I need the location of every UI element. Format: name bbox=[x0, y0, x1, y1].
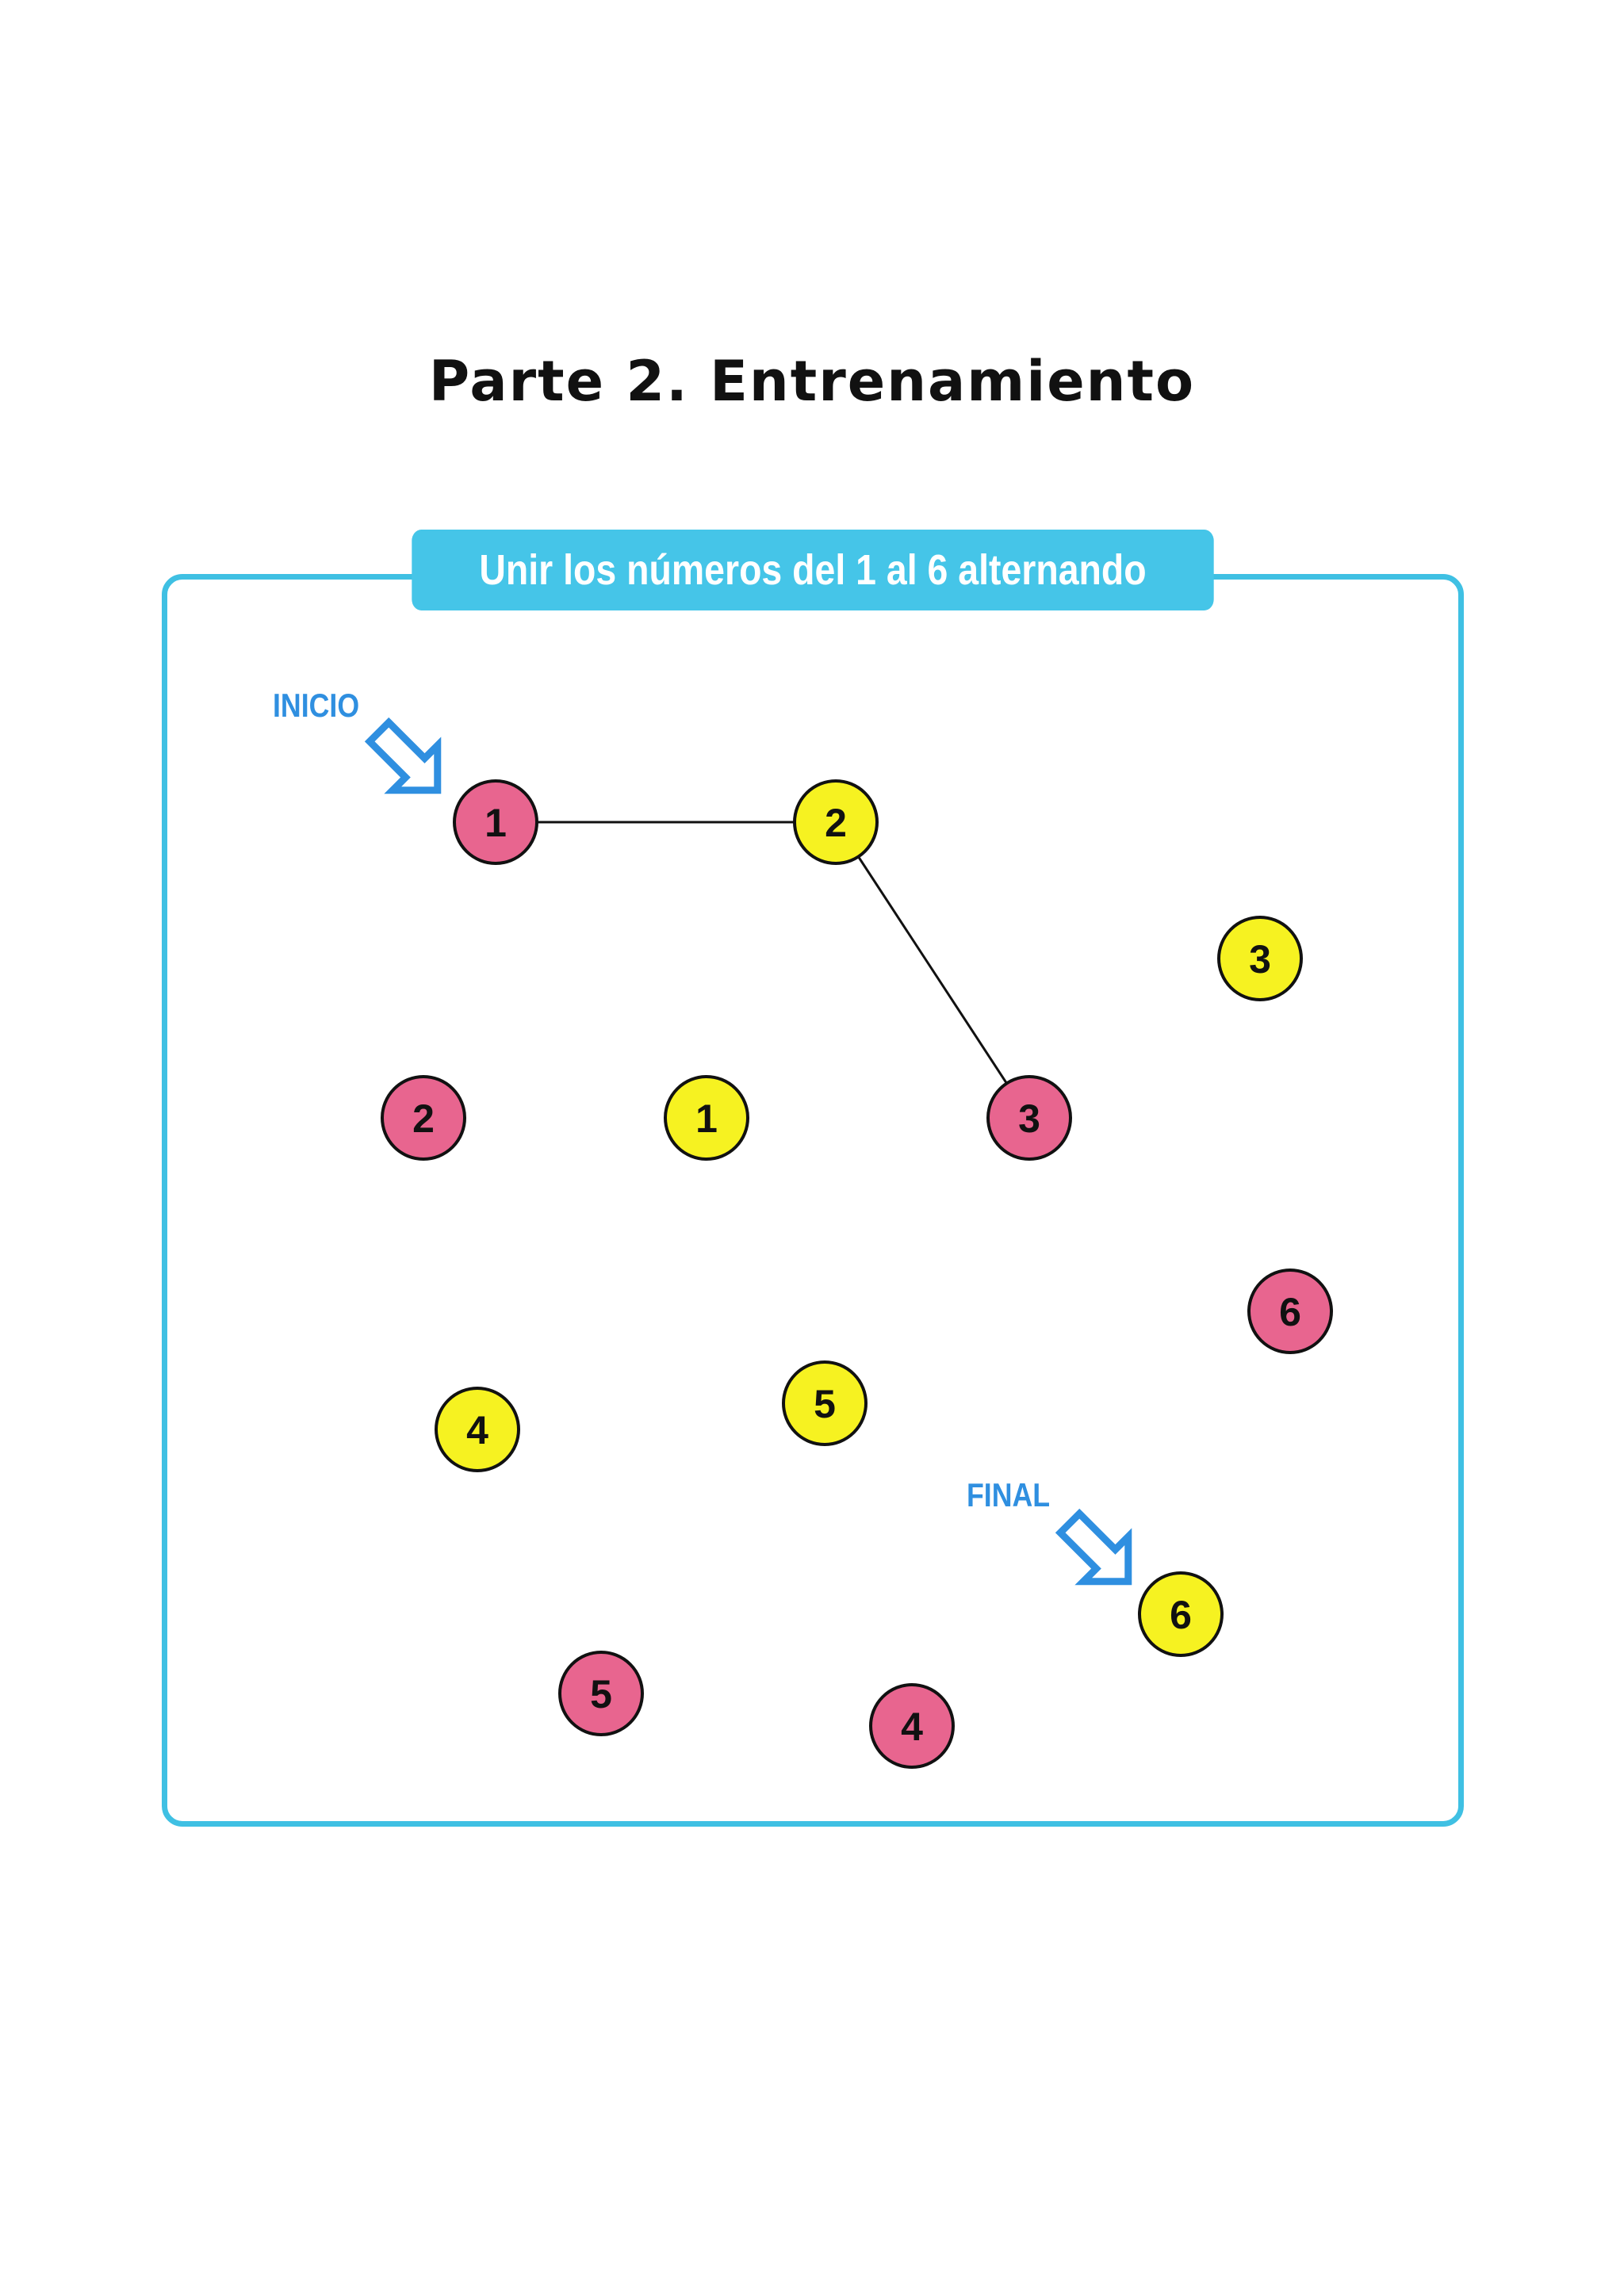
dot-pink-4[interactable]: 4 bbox=[869, 1683, 955, 1769]
dot-yellow-5[interactable]: 5 bbox=[782, 1360, 868, 1446]
dot-number: 1 bbox=[485, 801, 507, 845]
dot-yellow-6[interactable]: 6 bbox=[1138, 1571, 1224, 1657]
end-label: FINAL bbox=[967, 1476, 1051, 1513]
end-arrow-icon bbox=[1055, 1508, 1132, 1586]
dot-circle bbox=[664, 1075, 749, 1161]
start-arrow-icon bbox=[364, 717, 442, 794]
connection-line bbox=[834, 821, 1031, 1119]
instruction-banner: Unir los números del 1 al 6 alternando c… bbox=[412, 530, 1214, 675]
dot-number: 5 bbox=[590, 1672, 612, 1716]
dot-circle bbox=[793, 779, 879, 865]
dot-circle bbox=[782, 1360, 868, 1446]
dot-pink-5[interactable]: 5 bbox=[558, 1651, 644, 1736]
dot-number: 4 bbox=[466, 1408, 488, 1452]
dot-number: 3 bbox=[1018, 1096, 1040, 1141]
dot-circle bbox=[869, 1683, 955, 1769]
dot-circle bbox=[1247, 1269, 1333, 1354]
dot-yellow-3[interactable]: 3 bbox=[1217, 916, 1303, 1001]
dot-circle bbox=[453, 779, 538, 865]
dot-number: 2 bbox=[412, 1096, 435, 1141]
page-title: Parte 2. Entrenamiento bbox=[428, 349, 1196, 414]
dot-yellow-2[interactable]: 2 bbox=[793, 779, 879, 865]
dot-pink-2[interactable]: 2 bbox=[381, 1075, 466, 1161]
dot-number: 2 bbox=[825, 801, 847, 845]
dot-circle bbox=[381, 1075, 466, 1161]
dot-pink-3[interactable]: 3 bbox=[986, 1075, 1072, 1161]
dot-circle bbox=[986, 1075, 1072, 1161]
start-label: INICIO bbox=[273, 687, 360, 724]
dots: 1 2 3 2 1 3 6 4 5 6 5 4 bbox=[381, 779, 1333, 1769]
dot-circle bbox=[1138, 1571, 1224, 1657]
dot-number: 6 bbox=[1170, 1593, 1192, 1637]
dot-yellow-4[interactable]: 4 bbox=[435, 1387, 520, 1472]
dot-number: 5 bbox=[814, 1382, 836, 1426]
dot-number: 1 bbox=[695, 1096, 718, 1141]
dot-yellow-1[interactable]: 1 bbox=[664, 1075, 749, 1161]
dot-number: 4 bbox=[901, 1705, 923, 1749]
dot-number: 6 bbox=[1279, 1290, 1301, 1334]
dot-pink-1[interactable]: 1 bbox=[453, 779, 538, 865]
dot-pink-6[interactable]: 6 bbox=[1247, 1269, 1333, 1354]
connection-lines bbox=[496, 821, 1031, 1119]
dot-circle bbox=[558, 1651, 644, 1736]
dot-number: 3 bbox=[1249, 937, 1271, 982]
dot-circle bbox=[1217, 916, 1303, 1001]
dot-circle bbox=[435, 1387, 520, 1472]
